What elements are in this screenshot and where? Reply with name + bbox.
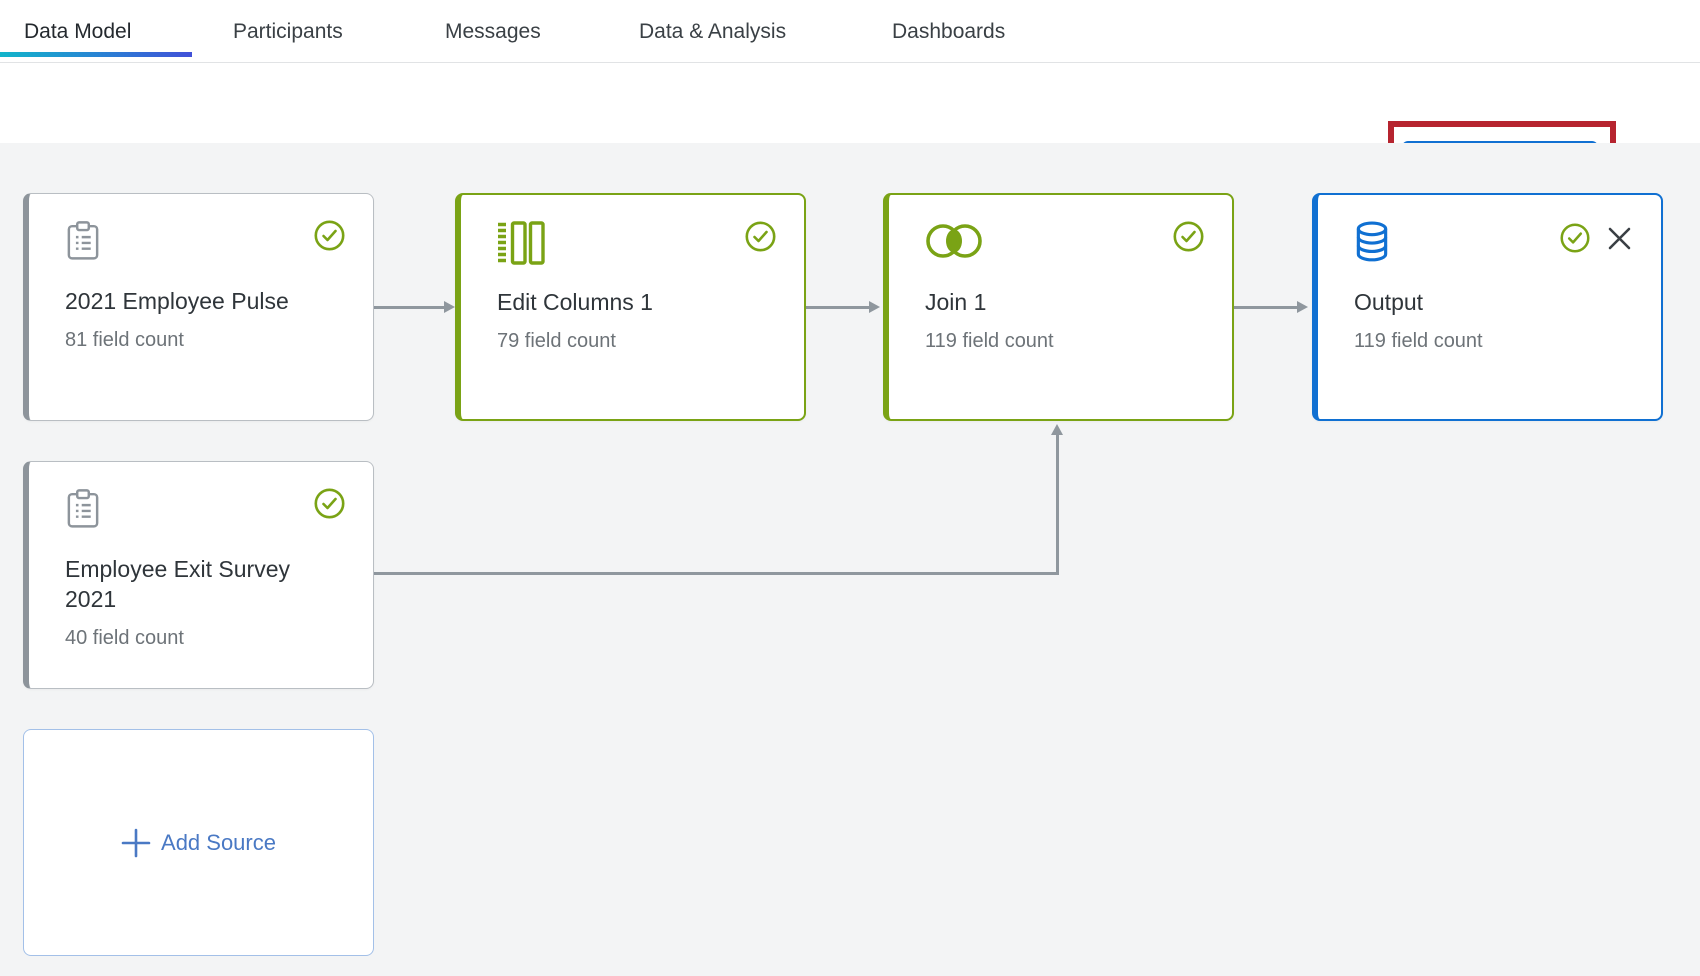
node-title: Join 1 xyxy=(925,289,987,315)
status-valid-icon xyxy=(314,220,345,251)
node-title: Output xyxy=(1354,289,1424,315)
node-title: Employee Exit Survey 2021 xyxy=(65,556,290,612)
connector-exitsurvey-to-join-vertical xyxy=(1056,434,1059,575)
nav-divider xyxy=(0,62,1700,63)
node-edit-columns-1[interactable]: Edit Columns 1 79 field count xyxy=(455,193,806,421)
status-valid-icon xyxy=(1560,223,1590,253)
node-title: Edit Columns 1 xyxy=(497,289,653,315)
tab-dashboards[interactable]: Dashboards xyxy=(892,20,1006,43)
node-employee-exit-survey-2021[interactable]: Employee Exit Survey 2021 40 field count xyxy=(23,461,374,689)
tab-data-model[interactable]: Data Model xyxy=(24,20,132,43)
node-field-count: 119 field count xyxy=(1354,330,1483,352)
top-nav: Data Model Participants Messages Data & … xyxy=(0,0,1700,62)
connector-pulse-to-editcolumns xyxy=(374,306,444,309)
survey-clipboard-icon xyxy=(65,488,101,530)
arrowhead-up-icon xyxy=(1051,424,1063,435)
toolbar: View preview Publish ? xyxy=(0,63,1700,215)
active-tab-underline xyxy=(0,52,192,57)
survey-clipboard-icon xyxy=(65,220,101,262)
status-valid-icon xyxy=(314,488,345,519)
connector-exitsurvey-to-join-horizontal xyxy=(374,572,1059,575)
tab-data-analysis[interactable]: Data & Analysis xyxy=(639,20,787,43)
arrowhead-right-icon xyxy=(869,301,880,313)
node-field-count: 119 field count xyxy=(925,330,1054,352)
node-field-count: 81 field count xyxy=(65,329,184,351)
status-valid-icon xyxy=(1173,221,1204,252)
tab-participants[interactable]: Participants xyxy=(233,20,343,43)
close-icon[interactable] xyxy=(1606,225,1633,252)
edit-columns-icon xyxy=(497,221,549,265)
node-output[interactable]: Output 119 field count xyxy=(1312,193,1663,421)
arrowhead-right-icon xyxy=(1297,301,1308,313)
plus-icon xyxy=(121,828,151,858)
node-title: 2021 Employee Pulse xyxy=(65,288,289,314)
join-venn-icon xyxy=(925,221,983,261)
arrowhead-right-icon xyxy=(444,301,455,313)
tab-messages[interactable]: Messages xyxy=(445,20,541,43)
connector-editcolumns-to-join xyxy=(805,306,869,309)
database-icon xyxy=(1354,221,1390,263)
connector-join-to-output xyxy=(1233,306,1297,309)
status-valid-icon xyxy=(745,221,776,252)
node-field-count: 40 field count xyxy=(65,627,184,649)
add-source-label: Add Source xyxy=(161,829,276,855)
add-source-button[interactable]: Add Source xyxy=(23,729,374,956)
node-field-count: 79 field count xyxy=(497,330,616,352)
node-2021-employee-pulse[interactable]: 2021 Employee Pulse 81 field count xyxy=(23,193,374,421)
node-join-1[interactable]: Join 1 119 field count xyxy=(883,193,1234,421)
